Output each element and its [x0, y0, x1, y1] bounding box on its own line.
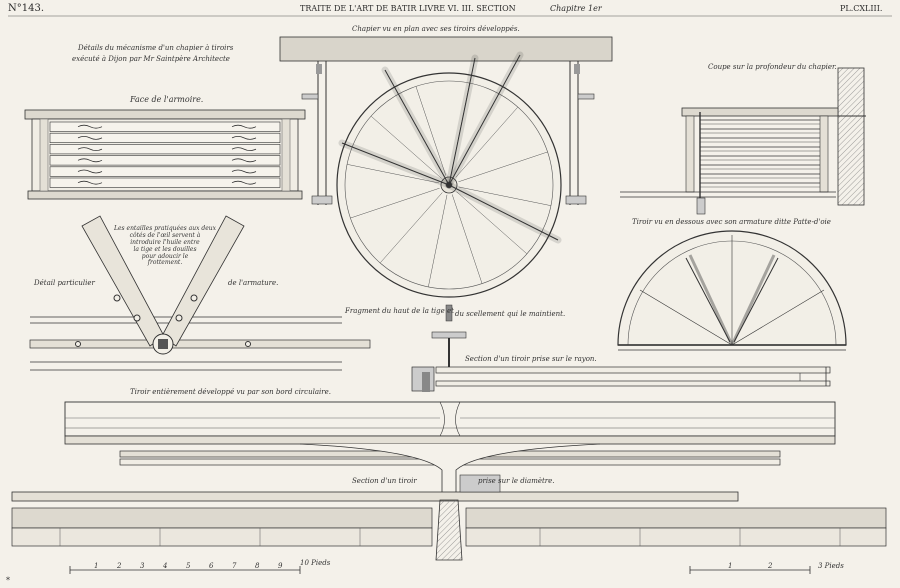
note-line: frottement. [147, 259, 183, 267]
section-radius [411, 366, 831, 392]
scale-left-tick: 7 [232, 562, 237, 570]
section-depth-view [620, 67, 866, 215]
note-line: la tige et les douilles [133, 245, 197, 253]
drawer-handle [77, 136, 103, 140]
oil-notch-note: Les entailles pratiquées aux deux côtés … [114, 225, 216, 267]
scale-right-unit: 3 Pieds [818, 562, 844, 570]
armature-detail [29, 215, 371, 371]
scale-left [69, 566, 301, 574]
plate-label: PL.CXLIII. [840, 4, 883, 13]
wheel-spoke [428, 194, 448, 287]
detail-armature-caption-b: de l'armature. [228, 279, 279, 287]
drawer-developed-caption: Tiroir entièrement développé vu par son … [130, 388, 331, 396]
wheel-spoke [379, 192, 443, 264]
wheel-spoke [350, 187, 440, 219]
scale-left-tick: 4 [163, 562, 168, 570]
armoire-drawer [49, 132, 281, 143]
wheel-spoke [458, 186, 551, 206]
note-line: Les entailles pratiquées aux deux [114, 225, 216, 232]
scale-left-tick: 6 [209, 562, 214, 570]
detail-title-line2: exécuté à Dijon par Mr Saintpère Archite… [72, 55, 230, 63]
armoire-drawer [49, 155, 281, 166]
drawer-handle [77, 147, 103, 151]
section-depth-caption: Coupe sur la profondeur du chapier. [708, 63, 837, 71]
detail-title-line1: Détails du mécanisme d'un chapier à tiro… [78, 44, 234, 52]
scale-left-tick: 2 [117, 562, 122, 570]
drawer-handle [77, 169, 103, 174]
section-diameter-caption-b: prise sur le diamètre. [478, 477, 555, 485]
wheel-spoke [458, 151, 548, 183]
note-line: introduire l'huile entre [130, 238, 200, 246]
drawer-handle [231, 180, 257, 185]
drawer-developed [64, 401, 836, 437]
drawer-handle [231, 124, 257, 129]
armoire-drawer [49, 166, 281, 177]
scale-right [689, 566, 811, 574]
plan-view-chapier [279, 36, 613, 298]
scale-left-tick: 9 [278, 562, 283, 570]
scale-left-tick: 5 [186, 562, 191, 570]
scale-left-tick: 8 [255, 562, 260, 570]
plate-title: TRAITE DE L'ART DE BATIR LIVRE VI. III. … [300, 4, 516, 13]
armoire-drawer [49, 121, 281, 132]
drawer-handle [77, 158, 103, 163]
drawer-handle [231, 158, 257, 163]
footer-mark: * [6, 576, 10, 585]
fragment-caption-b: du scellement qui le maintient. [455, 310, 566, 318]
scale-right-tick: 1 [728, 562, 733, 570]
scale-left-unit: 10 Pieds [300, 559, 331, 567]
wheel-spoke [415, 86, 447, 176]
plate-number: N°143. [8, 3, 45, 14]
section-radius-caption: Section d'un tiroir prise sur le rayon. [465, 355, 597, 363]
wheel-spoke [370, 115, 442, 179]
drawer-below-caption: Tiroir vu en dessous avec son armature d… [632, 218, 831, 226]
scale-right-tick: 2 [768, 562, 773, 570]
wheel-spoke [455, 106, 519, 178]
drawer-underside-view [617, 230, 847, 351]
detail-armature-caption-a: Détail particulier [34, 279, 95, 287]
armoire-face-caption: Face de l'armoire. [130, 95, 204, 104]
wheel-spoke [347, 164, 440, 184]
note-line: pour adoucir le [141, 252, 189, 260]
armoire-front-view [24, 109, 306, 200]
rod-fragment [431, 304, 467, 368]
drawer-handle [77, 180, 103, 185]
armoire-drawer [49, 177, 281, 188]
fragment-caption: Fragment du haut de la tige et [345, 307, 454, 315]
wheel-spoke [451, 194, 483, 284]
section-diameter-caption-a: Section d'un tiroir [352, 477, 417, 485]
chapter-label: Chapitre 1er [550, 4, 602, 13]
masonry-foundation [11, 499, 887, 561]
plan-view-caption: Chapier vu en plan avec ses tiroirs déve… [352, 25, 520, 33]
drawer-handle [231, 169, 257, 174]
drawer-handle [77, 124, 103, 129]
scale-left-tick: 3 [140, 562, 145, 570]
wheel-spoke [456, 191, 528, 255]
scale-left-tick: 1 [94, 562, 99, 570]
note-line: côtés de l'œil servent à [129, 231, 201, 239]
drawer-handle [231, 147, 257, 151]
drawer-handle [231, 136, 257, 140]
armoire-drawer [49, 144, 281, 155]
section-diameter [11, 435, 836, 502]
